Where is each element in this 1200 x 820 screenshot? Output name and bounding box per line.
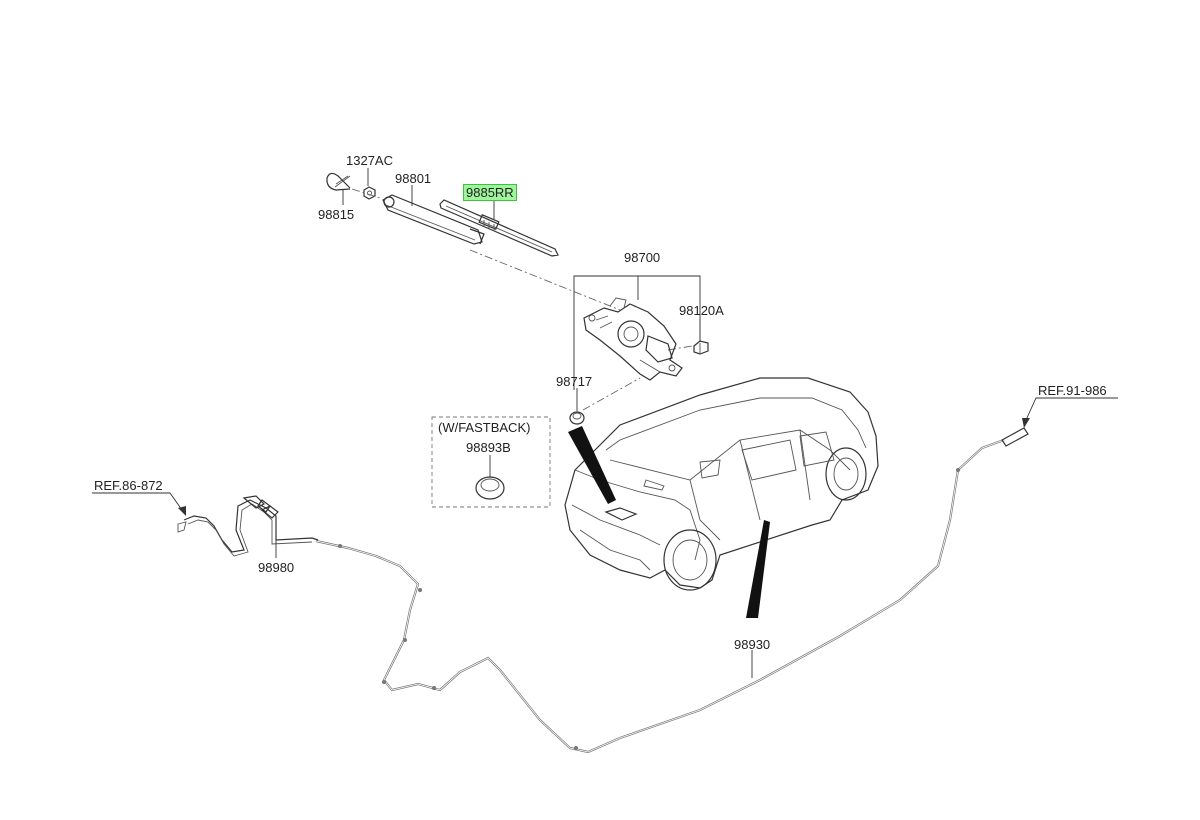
wiper-arm-98801[interactable]: [382, 194, 485, 245]
label-98801[interactable]: 98801: [395, 171, 432, 186]
leader-ref91: [1025, 397, 1118, 421]
fastback-box: [431, 416, 551, 508]
bolt-98120A[interactable]: [693, 340, 709, 355]
wiper-blade-9885RR[interactable]: [439, 199, 559, 257]
grommet-98717[interactable]: [569, 411, 585, 425]
label-9885RR[interactable]: 9885RR: [463, 184, 517, 201]
leader-ref86: [92, 492, 183, 511]
align-line-grommet: [582, 377, 641, 411]
arrow-ref91: [1022, 418, 1030, 428]
nut-1327AC[interactable]: [363, 186, 376, 200]
label-ref86-872[interactable]: REF.86-872: [94, 478, 163, 493]
label-ref91-986[interactable]: REF.91-986: [1038, 383, 1107, 398]
label-98980[interactable]: 98980: [258, 560, 295, 575]
align-line-clip: [351, 188, 381, 199]
car-outline: [564, 377, 879, 591]
label-98717[interactable]: 98717: [556, 374, 593, 389]
label-98893B[interactable]: 98893B: [466, 440, 511, 455]
label-98815[interactable]: 98815: [318, 207, 355, 222]
label-98700[interactable]: 98700: [624, 250, 661, 265]
plug-98893B[interactable]: [475, 476, 505, 500]
leader-98700-bracket: [573, 275, 701, 390]
label-fastback: (W/FASTBACK): [438, 420, 531, 435]
align-line-arm: [469, 249, 621, 311]
washer-hose-98930[interactable]: [315, 438, 1005, 754]
label-1327AC[interactable]: 1327AC: [346, 153, 393, 168]
wiper-motor-98700[interactable]: [583, 297, 683, 381]
label-98120A[interactable]: 98120A: [679, 303, 724, 318]
pointer-wedge-hose: [746, 520, 770, 618]
align-line-bolt: [667, 345, 693, 351]
hose-connector-right: [1001, 427, 1029, 447]
hose-assembly-98980[interactable]: [177, 495, 319, 557]
label-98930[interactable]: 98930: [734, 637, 771, 652]
pointer-wedge-grommet: [568, 426, 616, 504]
hook-clip-98815[interactable]: [326, 172, 351, 191]
arrow-ref86: [178, 506, 186, 516]
